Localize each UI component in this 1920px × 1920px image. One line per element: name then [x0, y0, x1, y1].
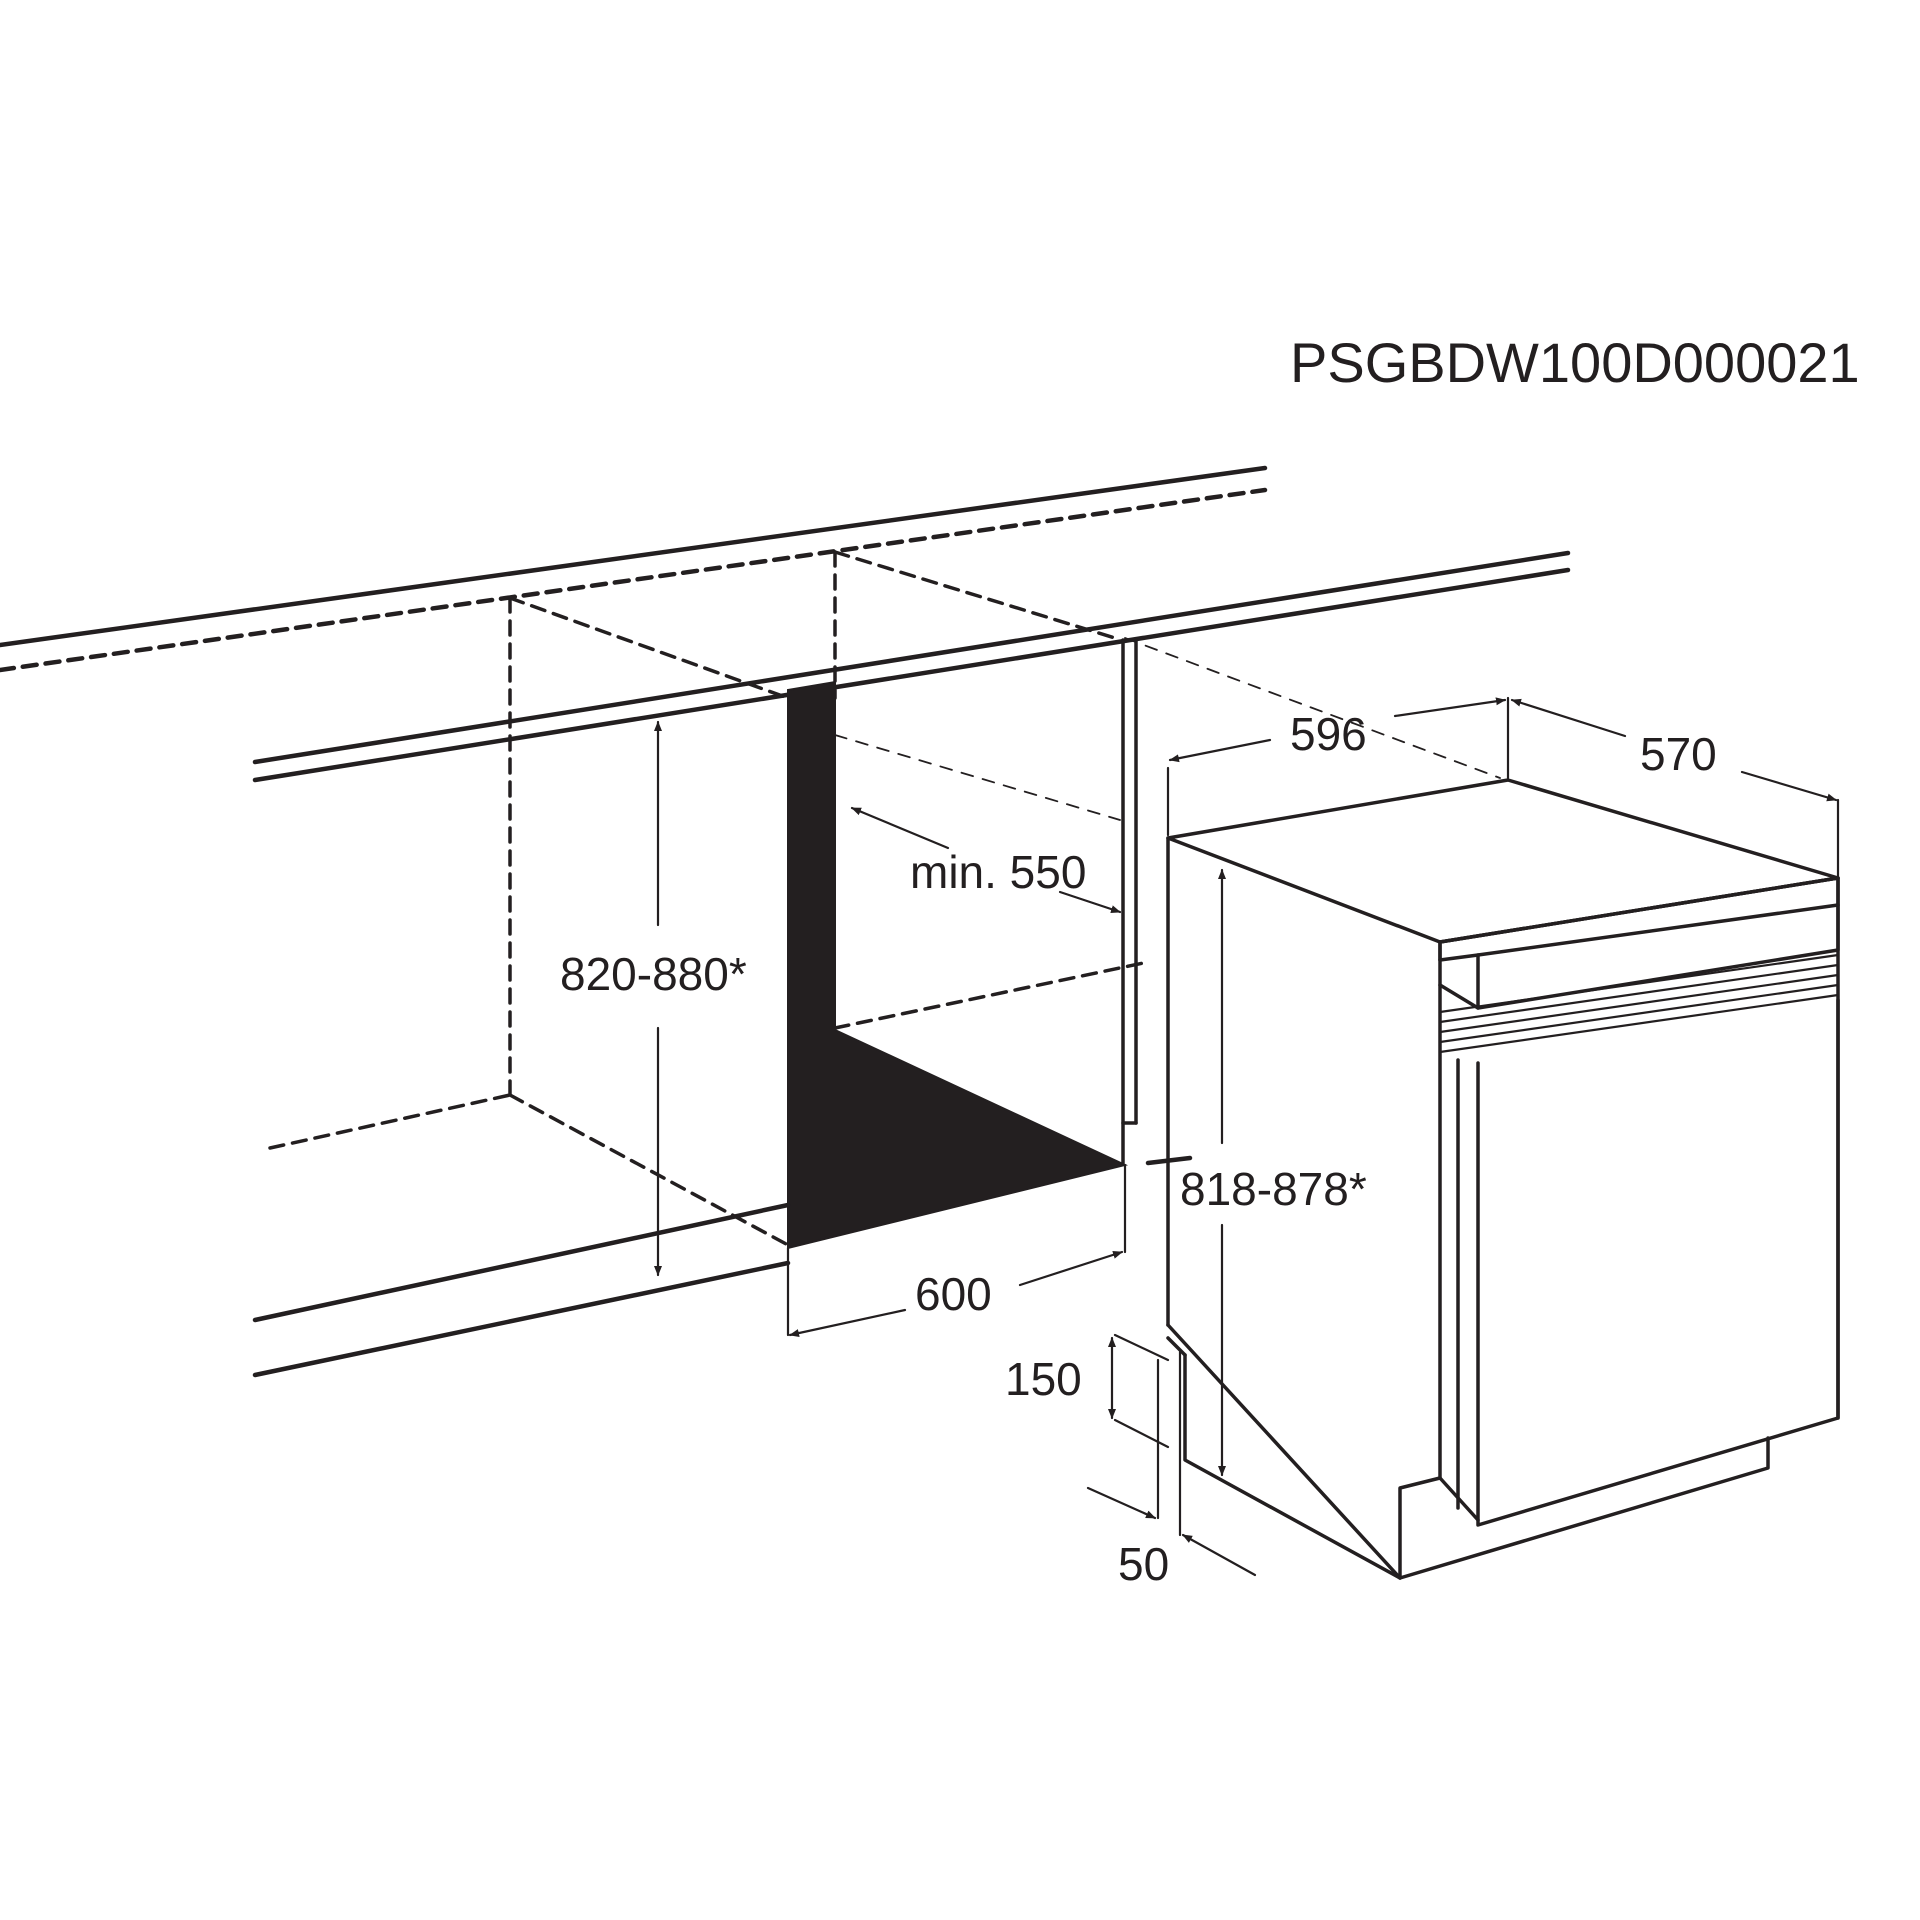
side-panel-shadow	[787, 680, 1128, 1250]
floor-lines	[252, 1155, 1193, 1378]
dimension-depth: 570	[1510, 698, 1840, 880]
dim-label-plinth-depth: 50	[1118, 1538, 1169, 1590]
countertop-back	[0, 465, 1268, 673]
dimension-plinth-depth: 50	[1086, 1350, 1257, 1590]
dim-label-width: 596	[1290, 708, 1367, 760]
dishwasher	[1166, 778, 1840, 1580]
niche-outline	[268, 550, 1501, 1247]
dim-label-depth: 570	[1640, 728, 1717, 780]
countertop-front	[252, 550, 1571, 783]
dimension-plinth-height: 150	[1005, 1333, 1170, 1449]
dim-label-niche-height: 820-880*	[560, 948, 747, 1000]
dimension-niche-height: 820-880*	[560, 720, 747, 1277]
dim-label-plinth-height: 150	[1005, 1353, 1082, 1405]
drawing-code: PSGBDW100D000021	[1290, 331, 1860, 394]
dim-label-niche-depth: min. 550	[910, 846, 1086, 898]
side-wall-post	[1121, 638, 1138, 1165]
dimension-width: 596	[1166, 696, 1510, 837]
dimension-niche-width: 600	[786, 1163, 1127, 1337]
dim-label-niche-width: 600	[915, 1268, 992, 1320]
dim-label-appliance-height: 818-878*	[1180, 1163, 1367, 1215]
dimension-niche-depth: min. 550	[850, 806, 1122, 914]
dimension-appliance-height: 818-878*	[1180, 868, 1367, 1477]
